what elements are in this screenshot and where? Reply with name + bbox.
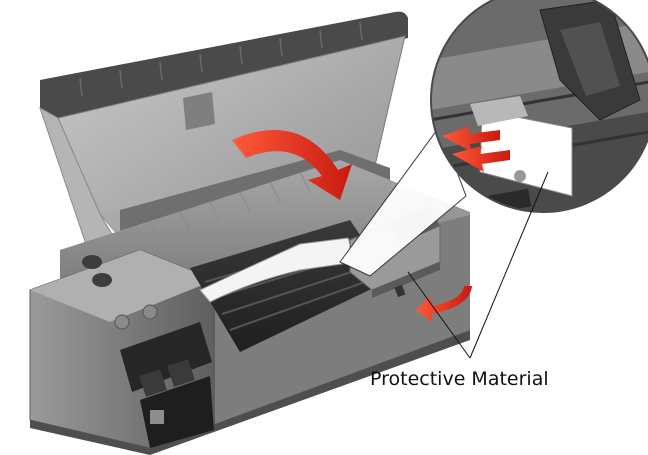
lid-open-arrow xyxy=(232,130,352,200)
card-slots xyxy=(120,322,214,448)
callout-leader-lines xyxy=(407,171,549,359)
zoom-beam xyxy=(339,124,467,277)
printer-interior xyxy=(149,171,390,352)
zoom-inset xyxy=(430,0,648,213)
cover-rotate-arrow xyxy=(416,286,472,322)
control-panel xyxy=(82,255,158,330)
pull-arrow xyxy=(442,126,510,172)
protective-material-label: Protective Material xyxy=(370,368,549,390)
